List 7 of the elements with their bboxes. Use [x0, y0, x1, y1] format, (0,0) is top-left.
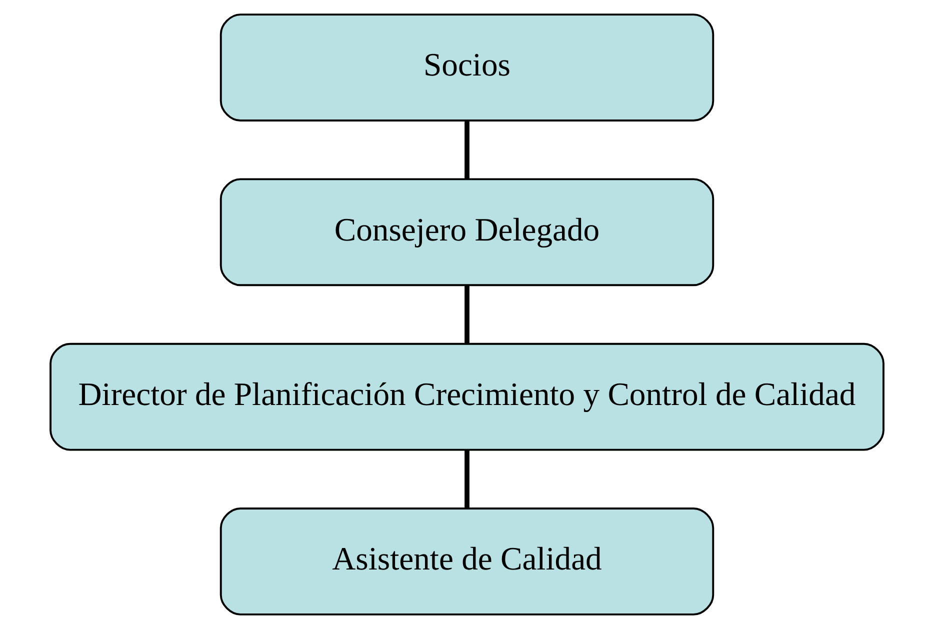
node-box: Asistente de Calidad [219, 508, 714, 616]
node-box: Consejero Delegado [219, 178, 714, 286]
connector [464, 450, 469, 508]
node-box: Socios [219, 14, 714, 122]
connector [464, 120, 469, 179]
node-box: Director de Planificación Crecimiento y Control de Calidad [49, 342, 884, 451]
connector [464, 285, 469, 344]
